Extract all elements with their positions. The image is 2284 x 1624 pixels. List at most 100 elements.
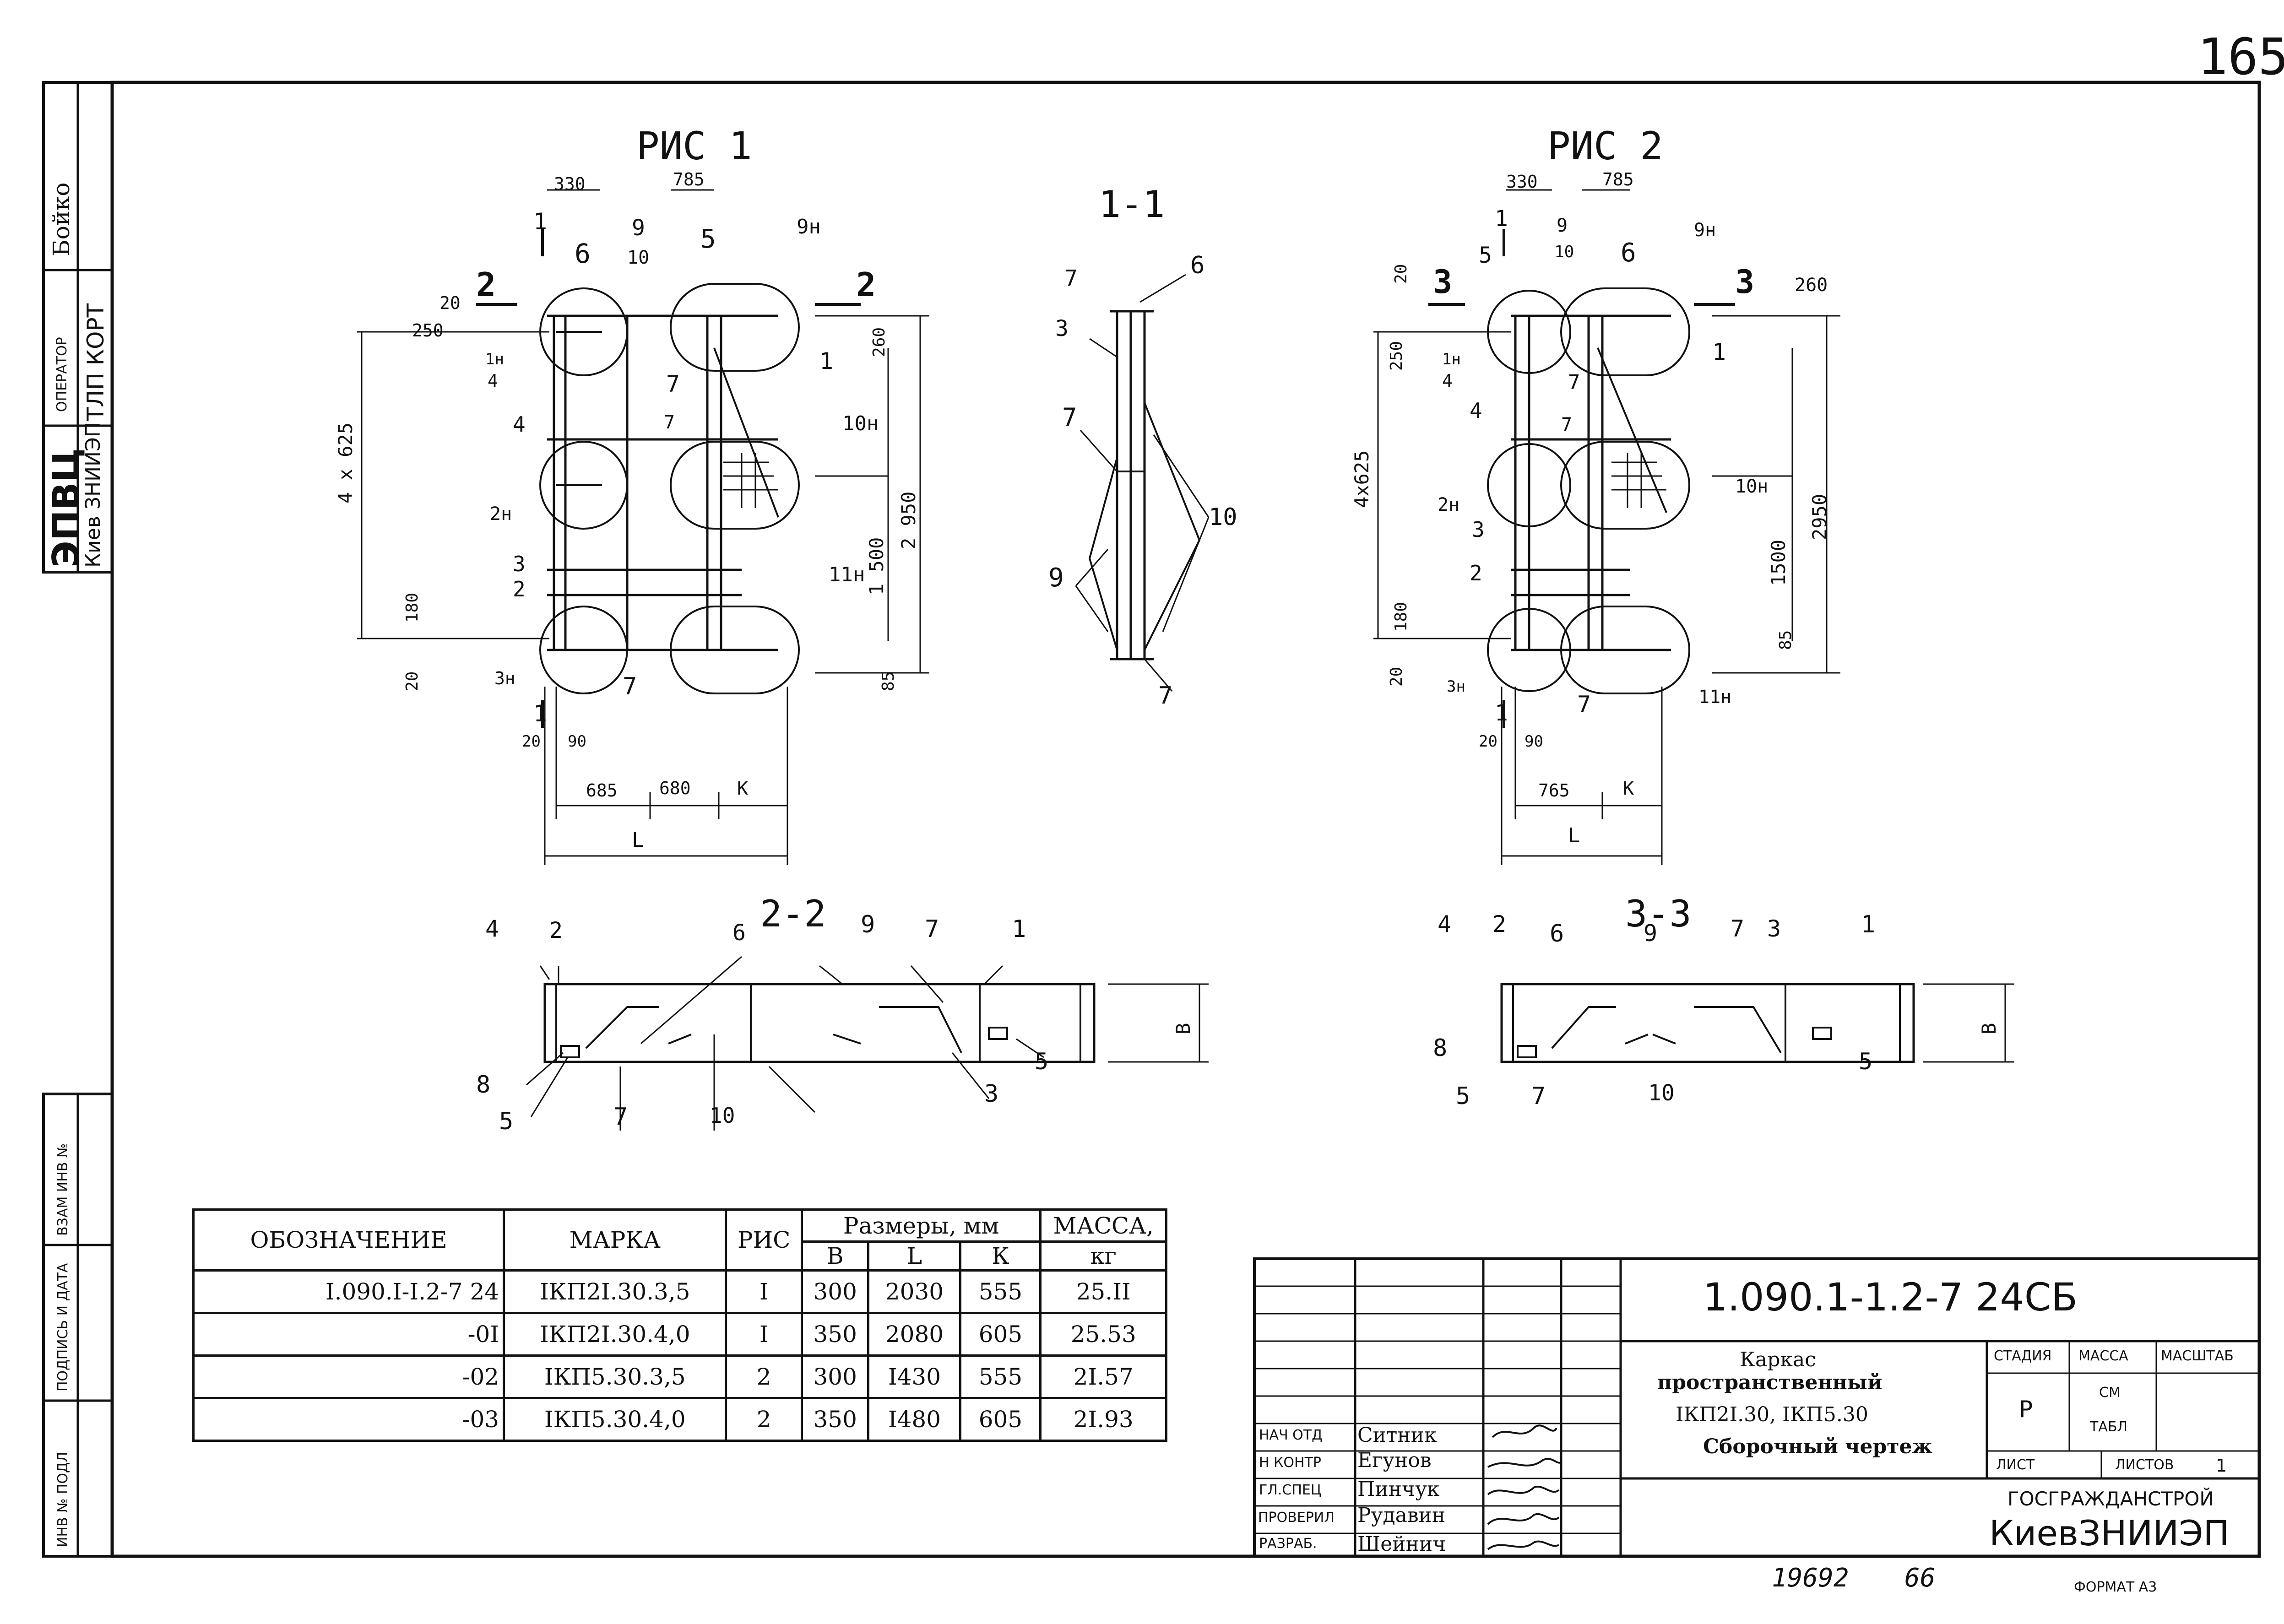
fig1-pos-7c: 7 <box>623 673 637 700</box>
header-l: L <box>867 1240 962 1272</box>
fig1-pos-7a: 7 <box>666 371 680 397</box>
fig2-title: РИС 2 <box>1547 124 1663 168</box>
fig1-pos-4a: 4 <box>488 371 498 391</box>
row-mark: IКП2I.30.4,0 <box>503 1312 727 1357</box>
fig2-pos-2: 2 <box>1470 561 1482 585</box>
fig2-dim-260: 260 <box>1795 275 1828 296</box>
fig1-pos-2: 2 <box>513 577 526 601</box>
fig2-pos-11n: 11н <box>1698 687 1732 708</box>
fig1-dim-1500: 1 500 <box>865 537 888 595</box>
row-l: I480 <box>867 1397 962 1442</box>
row-b: 300 <box>800 1354 870 1399</box>
fig2-pos-3n: 3н <box>1447 677 1465 696</box>
fig2-pos-10: 10 <box>1554 243 1574 261</box>
fig2-dim-2950: 2950 <box>1808 493 1831 540</box>
row-designation: -03 <box>192 1397 505 1442</box>
row-b: 350 <box>800 1397 870 1442</box>
section-3-3 <box>1500 983 2014 1063</box>
sec11-pos-3: 3 <box>1055 316 1069 341</box>
header-b: В <box>800 1240 870 1272</box>
fig2-dim-90: 90 <box>1524 732 1543 751</box>
fig1-cut-2b: 2 <box>856 265 876 304</box>
fig1-dim-k: K <box>737 778 749 799</box>
name-1: Егунов <box>1357 1449 1432 1472</box>
header-fig: РИС <box>725 1208 803 1272</box>
section-1-1 <box>1075 274 1210 692</box>
row-mark: IКП5.30.4,0 <box>503 1397 727 1442</box>
sec11-pos-7a: 7 <box>1064 265 1078 291</box>
fig1-dim-2950: 2 950 <box>897 491 920 549</box>
sec33-pos-2: 2 <box>1492 911 1507 937</box>
fig1-pos-9n: 9н <box>797 215 821 238</box>
fig1-dim-685: 685 <box>586 780 618 801</box>
fig2-pos-5: 5 <box>1479 243 1492 268</box>
row-mass: 2I.57 <box>1039 1354 1167 1399</box>
row-fig: 2 <box>725 1354 803 1399</box>
fig2-pos-6: 6 <box>1621 238 1636 268</box>
sec22-pos-5a: 5 <box>499 1108 514 1135</box>
header-mass-unit: кг <box>1039 1240 1167 1272</box>
title-line-3: IКП2I.30, IКП5.30 <box>1676 1403 1868 1426</box>
role-3: ПРОВЕРИЛ <box>1258 1510 1335 1526</box>
row-designation: -0I <box>192 1312 505 1357</box>
table-row: -02 IКП5.30.3,5 2 300 I430 555 2I.57 <box>192 1354 1167 1399</box>
fig2-cut-3b: 3 <box>1735 263 1755 301</box>
fig1-pos-1: 1 <box>819 348 834 374</box>
role-2: ГЛ.СПЕЦ <box>1259 1482 1322 1498</box>
sec33-pos-5b: 5 <box>1859 1048 1873 1075</box>
sec22-pos-4: 4 <box>485 915 499 942</box>
fig1-cut-1b: 1 <box>533 700 548 727</box>
fig2-dim-250: 250 <box>1387 341 1406 371</box>
fig1-cut-1: 1 <box>533 208 548 235</box>
outer-frame <box>110 81 2261 1558</box>
fig1-pos-6: 6 <box>575 238 591 269</box>
row-b: 350 <box>800 1312 870 1357</box>
fig2-dim-k: K <box>1623 778 1634 799</box>
fig2-pos-10n: 10н <box>1735 476 1769 497</box>
page-number: 165 <box>2197 27 2284 86</box>
row-l: I430 <box>867 1354 962 1399</box>
role-1: Н КОНТР <box>1259 1455 1321 1471</box>
row-l: 2080 <box>867 1312 962 1357</box>
row-k: 605 <box>959 1312 1042 1357</box>
sec33-pos-1: 1 <box>1861 911 1876 938</box>
fig2-pos-1: 1 <box>1712 339 1726 365</box>
sheet-label: ЛИСТ <box>1996 1457 2035 1473</box>
title-block-grid <box>1253 1257 2261 1558</box>
sec33-pos-6: 6 <box>1550 920 1564 947</box>
scale-label: МАСШТАБ <box>2161 1348 2234 1364</box>
fig2-pos-9: 9 <box>1557 215 1568 236</box>
sec11-pos-7b: 7 <box>1062 403 1077 432</box>
row-fig: I <box>725 1269 803 1314</box>
fig2-dim-180: 180 <box>1392 601 1411 632</box>
sec22-pos-2: 2 <box>549 918 563 943</box>
sec22-pos-3: 3 <box>984 1080 999 1108</box>
sec22-pos-6: 6 <box>732 920 746 946</box>
sec11-pos-6: 6 <box>1190 252 1205 279</box>
fig1-title: РИС 1 <box>636 124 752 168</box>
header-k: К <box>959 1240 1042 1272</box>
fig1-pos-3n: 3н <box>494 668 515 688</box>
table-row: -03 IКП5.30.4,0 2 350 I480 605 2I.93 <box>192 1397 1167 1442</box>
sec33-pos-5a: 5 <box>1456 1083 1470 1110</box>
fig1-pos-1n: 1н <box>485 350 504 368</box>
fig2-pos-2n: 2н <box>1438 494 1460 515</box>
figure-2 <box>1373 189 1840 865</box>
sec33-pos-10: 10 <box>1648 1080 1675 1106</box>
fig1-dim-4x625: 4 x 625 <box>334 422 357 503</box>
sec11-pos-7c: 7 <box>1158 682 1173 709</box>
fig1-dim-20b: 20 <box>403 671 422 691</box>
fig2-pos-7a: 7 <box>1568 371 1580 394</box>
sec22-pos-8: 8 <box>476 1071 491 1099</box>
specification-table: ОБОЗНАЧЕНИЕ МАРКА РИС Размеры, мм МАССА,… <box>192 1208 1167 1442</box>
fig1-dim-260: 260 <box>870 327 889 357</box>
side-stamp-org-sub: Киев ЗНИИЭП <box>81 422 105 568</box>
fig2-pos-7c: 7 <box>1577 691 1591 718</box>
header-mark: МАРКА <box>503 1208 727 1272</box>
sec22-pos-10: 10 <box>710 1103 735 1128</box>
mass-label: МАССА <box>2078 1348 2128 1364</box>
fig2-dim-4x625: 4x625 <box>1351 450 1373 508</box>
fig2-pos-9n: 9н <box>1694 220 1716 241</box>
